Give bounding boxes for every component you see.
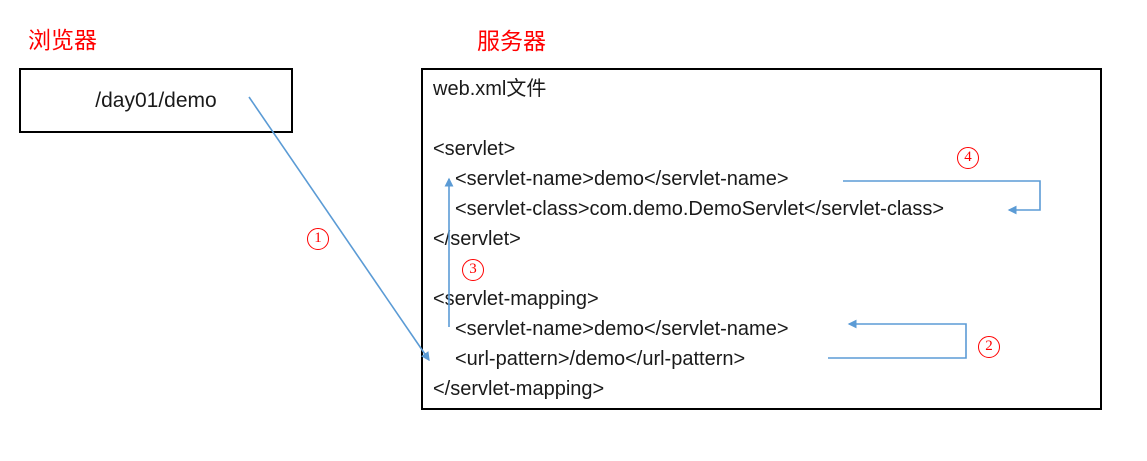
request-url-text: /day01/demo	[95, 88, 217, 112]
arrow-step-1	[248, 96, 430, 362]
step-1-badge: 1	[307, 228, 329, 250]
step-2-badge: 2	[978, 336, 1000, 358]
servlet-name-line: <servlet-name>demo</servlet-name>	[455, 168, 789, 190]
servlet-close-tag: </servlet>	[433, 228, 521, 250]
blank-line	[433, 254, 1096, 284]
server-zone-label: 服务器	[477, 29, 546, 54]
step-4-badge: 4	[957, 147, 979, 169]
browser-zone-label: 浏览器	[28, 28, 97, 53]
servlet-mapping-open-tag: <servlet-mapping>	[433, 288, 599, 310]
servlet-open-tag: <servlet>	[433, 138, 516, 160]
blank-line	[433, 104, 1096, 134]
webxml-code: web.xml文件 <servlet> <servlet-name>demo</…	[433, 74, 1096, 404]
servlet-class-line: <servlet-class>com.demo.DemoServlet</ser…	[455, 198, 945, 220]
webxml-file-title: web.xml文件	[433, 78, 547, 100]
step-3-badge: 3	[462, 259, 484, 281]
mapping-servlet-name-line: <servlet-name>demo</servlet-name>	[455, 318, 789, 340]
server-box: web.xml文件 <servlet> <servlet-name>demo</…	[421, 68, 1102, 410]
servlet-mapping-close-tag: </servlet-mapping>	[433, 378, 605, 400]
browser-box: /day01/demo	[19, 68, 293, 133]
url-pattern-line: <url-pattern>/demo</url-pattern>	[455, 348, 746, 370]
